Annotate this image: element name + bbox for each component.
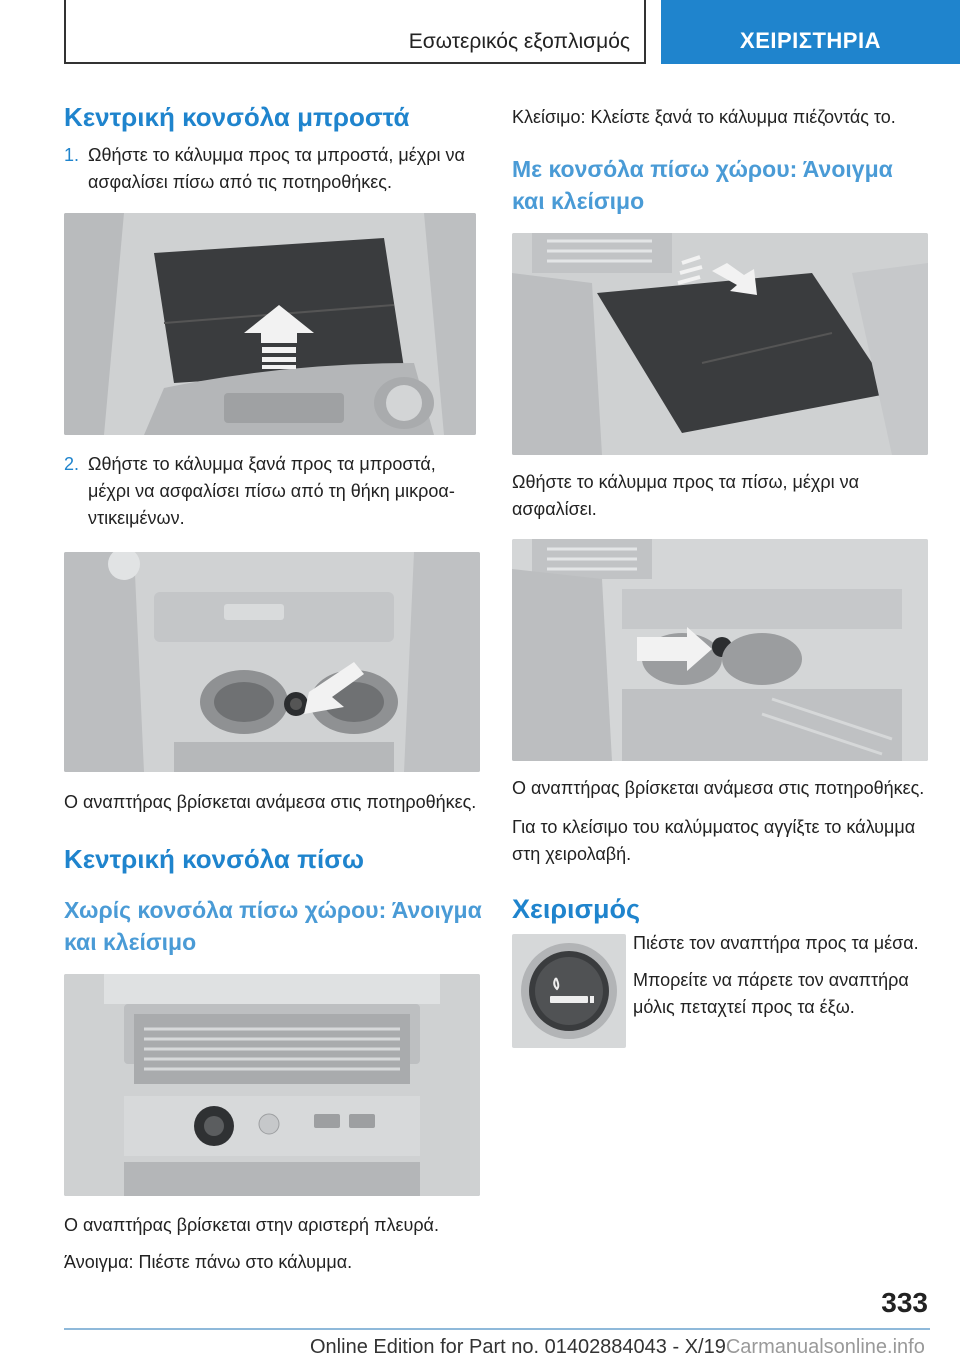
edition-text: Online Edition for Part no. 01402884043 … [310,1336,726,1358]
heading-front-console: Κεντρική κονσόλα μπροστά [64,102,410,132]
arrow-down-left-icon [304,662,364,714]
photo-rear-tray [64,974,480,1196]
footer: Online Edition for Part no. 01402884043 … [310,1336,925,1359]
footer-rule [64,1328,930,1330]
photo-front-cover-push [64,213,476,435]
heading-rear-console: Κεντρική κονσόλα πίσω [64,844,364,874]
photo-rear-cover-push [512,233,928,455]
lighter-button-image [512,934,626,1048]
watermark-text: Carmanualsonline.info [725,1336,925,1358]
photo-rear-cupholders-drawing [512,539,928,761]
photo-front-cupholders-drawing [64,552,480,772]
step-1: 1. Ωθήστε το κάλυμμα προς τα μπροστά, μέ… [64,142,482,196]
step-2-number: 2. [64,454,80,474]
step-1-number: 1. [64,145,80,165]
operation-block: Πιέστε τον αναπτήρα προς τα μέσα. Μπορεί… [512,930,928,1070]
step-2: 2. Ωθήστε το κάλυμμα ξανά προς τα μπροστ… [64,451,482,532]
push-back-instruction: Ωθήστε το κάλυμμα προς τα πίσω, μέχρι να… [512,472,860,519]
photo-rear-tray-drawing [64,974,480,1196]
arrow-up-icon [244,305,314,343]
right-column: Κλείσιμο: Κλείστε ξανά το κάλυμμα πιέζον… [512,96,928,1070]
arrow-back-icon [712,263,757,295]
photo-front-cover-drawing [64,213,476,435]
photo-rear-cupholders [512,539,928,761]
heading-operation: Χειρισμός [512,894,641,924]
chapter-tab[interactable]: ΧΕΙΡΙΣΤΗΡΙΑ [661,0,960,64]
photo-rear-cover-drawing [512,233,928,455]
remove-lighter-instruction: Μπορείτε να πάρετε τον ανα­πτήρα μόλις π… [633,970,909,1017]
header-box: Εσωτερικός εξοπλισμός [64,0,646,64]
step-2-text: Ωθήστε το κάλυμμα ξανά προς τα μπροστά, … [88,454,455,528]
heading-rear-with-console: Με κονσόλα πίσω χώρου: Άνοιγμα και κλείσ… [512,156,893,214]
section-title: Εσωτερικός εξοπλισμός [408,30,630,53]
lighter-between-rear-cupholders: Ο αναπτήρας βρίσκεται ανάμεσα στις ποτηρ… [512,778,925,798]
arrow-right-icon [637,627,712,671]
press-lighter-instruction: Πιέστε τον αναπτήρα προς τα μέσα. [633,933,919,953]
step-1-text: Ωθήστε το κάλυμμα προς τα μπροστά, μέχρι… [88,145,465,192]
cigarette-lighter-icon [521,943,617,1039]
opening-instruction: Άνοιγμα: Πιέστε πάνω στο κάλυμμα. [64,1252,353,1272]
left-column: Κεντρική κονσόλα μπροστά 1. Ωθήστε το κά… [64,96,482,1276]
lighter-left-side: Ο αναπτήρας βρίσκεται στην αριστερή πλευ… [64,1215,439,1235]
lighter-between-cupholders: Ο αναπτήρας βρίσκεται ανάμεσα στις ποτηρ… [64,792,477,812]
operation-text: Πιέστε τον αναπτήρα προς τα μέσα. Μπορεί… [633,930,928,1021]
photo-front-cupholders [64,552,480,772]
heading-rear-without-console: Χωρίς κονσόλα πίσω χώρου: Άνοιγμα και κλ… [64,897,482,955]
close-touch-instruction: Για το κλείσιμο του καλύμματος αγγίξτε τ… [512,817,916,864]
closing-instruction: Κλείσιμο: Κλείστε ξανά το κάλυμμα πιέζον… [512,107,896,127]
page-number: 333 [881,1287,928,1318]
